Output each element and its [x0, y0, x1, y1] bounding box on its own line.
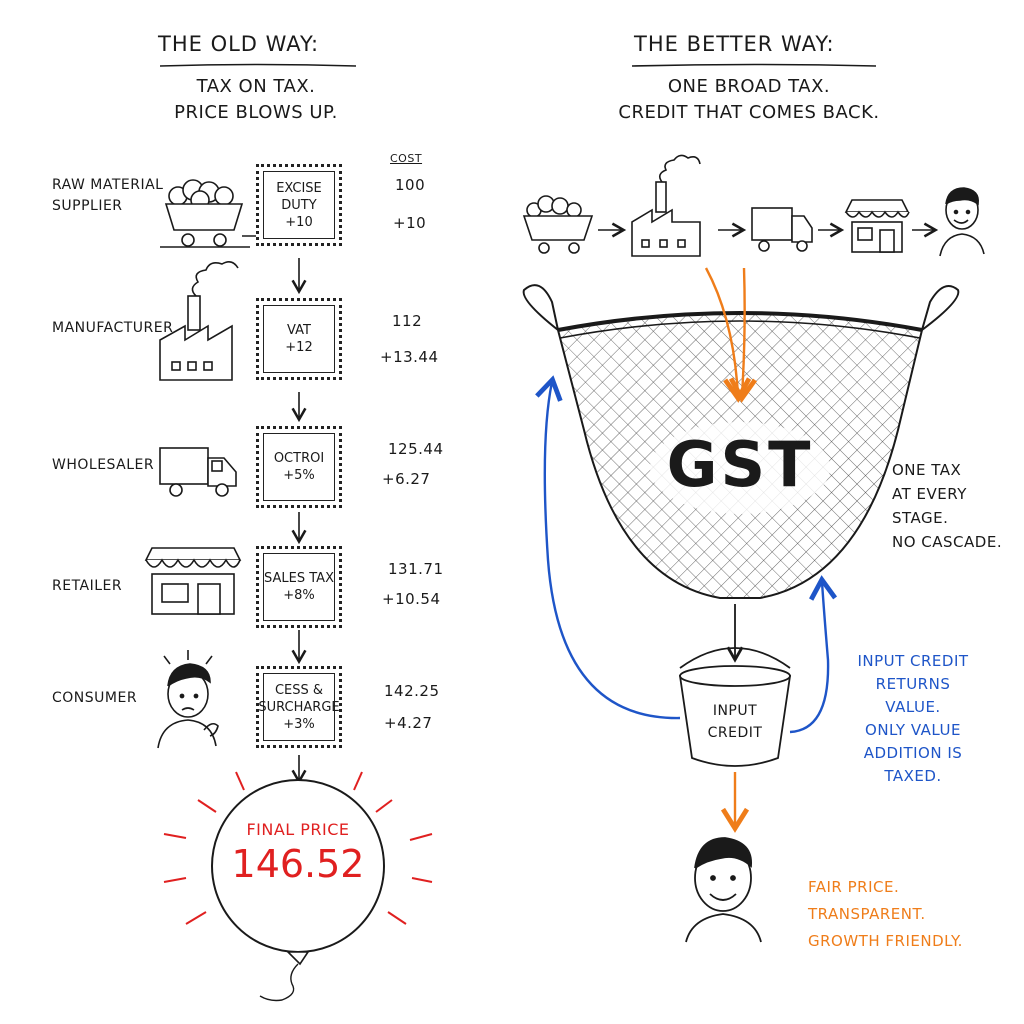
tax-stamp-sales-tax: Sales tax +8% — [256, 546, 342, 628]
factory-icon-small — [631, 154, 701, 257]
tax-stamp-line: +3% — [283, 716, 315, 732]
tax-stamp-cess: Cess & surcharge +3% — [256, 666, 342, 748]
left-title: The old way: — [158, 32, 320, 56]
tax-stamp-line: duty — [281, 197, 317, 213]
tax-stamp-line: +12 — [285, 340, 313, 355]
bucket-label-line: Input — [712, 703, 758, 719]
left-subtitle-line: Price blows up. — [174, 102, 338, 123]
input-credit-note-line: Input credit — [857, 652, 969, 670]
gst-side-note-line: One tax — [892, 461, 962, 479]
ore-cart-icon — [160, 179, 260, 248]
right-subtitle-line: Credit that comes back. — [618, 102, 880, 123]
stage-label-wholesaler: Wholesaler — [52, 455, 154, 476]
input-credit-bucket — [678, 647, 792, 767]
tax-inflow-arrows — [704, 267, 757, 403]
stage-tax-added: +10.54 — [382, 590, 441, 608]
worried-consumer-icon — [157, 650, 219, 749]
stage-label-line: Wholesaler — [52, 457, 155, 473]
stage-cost: 142.25 — [384, 682, 440, 700]
stage-tax-added: +4.27 — [384, 714, 433, 732]
stage-cost: 100 — [395, 176, 426, 194]
gst-side-note-line: No cascade. — [892, 533, 1003, 551]
truck-icon-small — [751, 207, 813, 252]
gst-label: GST — [666, 428, 814, 501]
left-title-underline — [159, 63, 357, 67]
stage-label-line: Retailer — [52, 578, 123, 594]
tax-stamp-excise: Excise duty +10 — [256, 164, 342, 246]
stage-label-manufacturer: Manufacturer — [52, 318, 173, 339]
stage-label-retailer: Retailer — [52, 576, 122, 597]
stage-label-consumer: Consumer — [52, 688, 137, 709]
tax-stamp-line: +10 — [285, 214, 313, 230]
gst-side-note-line: at every — [892, 485, 967, 503]
stage-label-line: Manufacturer — [52, 320, 174, 336]
stage-cost: 125.44 — [388, 440, 444, 458]
tax-stamp-line: surcharge — [258, 699, 340, 715]
outcome-note-line: Transparent. — [808, 905, 926, 923]
bucket-label-line: credit — [707, 725, 763, 741]
stage-label-line: supplier — [52, 198, 123, 214]
credit-loop-arrows — [535, 375, 838, 734]
input-credit-note-line: Only value — [865, 721, 961, 739]
right-subtitle: One broad tax. Credit that comes back. — [596, 74, 902, 126]
tax-stamp-octroi: Octroi +5% — [256, 426, 342, 508]
stage-label-line: Raw material — [52, 177, 164, 193]
outcome-note-line: Fair price. — [808, 878, 900, 896]
input-credit-note-line: value. — [885, 698, 941, 716]
cost-header: Cost — [390, 152, 423, 165]
right-subtitle-line: One broad tax. — [667, 76, 831, 97]
tax-stamp-line: VAT — [287, 323, 311, 338]
happy-consumer-icon — [685, 837, 762, 943]
tax-stamp-line: Sales tax — [264, 571, 334, 586]
stage-tax-added: +13.44 — [380, 348, 439, 366]
tax-stamp-line: +5% — [283, 468, 315, 483]
truck-icon — [159, 447, 237, 497]
outcome-note: Fair price. Transparent. Growth friendly… — [808, 874, 963, 955]
tax-stamp-line: +8% — [283, 588, 315, 603]
stage-tax-added: +6.27 — [382, 470, 431, 488]
ore-cart-icon-small — [522, 195, 594, 254]
factory-icon — [159, 260, 239, 381]
gst-side-note-line: stage. — [892, 509, 949, 527]
tax-stamp-vat: VAT +12 — [256, 298, 342, 380]
stage-label-line: Consumer — [52, 690, 138, 706]
input-credit-note: Input credit returns value. Only value a… — [848, 650, 978, 788]
right-title-underline — [631, 63, 877, 67]
final-price-balloon — [163, 771, 433, 1002]
shop-icon-small — [844, 199, 910, 253]
tax-stamp-line: Excise — [276, 180, 322, 196]
input-credit-note-line: returns — [875, 675, 951, 693]
left-subtitle-line: Tax on tax. — [196, 76, 316, 97]
outcome-note-line: Growth friendly. — [808, 932, 963, 950]
bucket-label: Input credit — [690, 700, 780, 744]
right-title: The better way: — [634, 32, 835, 56]
final-price-label: Final price — [246, 820, 350, 839]
input-credit-note-line: taxed. — [884, 767, 942, 785]
stage-tax-added: +10 — [393, 214, 427, 232]
stage-cost: 112 — [392, 312, 423, 330]
gst-side-note: One tax at every stage. No cascade. — [892, 458, 1002, 554]
consumer-icon-small — [939, 187, 985, 257]
tax-stamp-line: Octroi — [273, 451, 325, 466]
final-price-value: 146.52 — [231, 842, 365, 886]
shop-icon — [144, 547, 242, 615]
input-credit-note-line: addition is — [863, 744, 963, 762]
supply-chain-row — [522, 154, 985, 257]
stage-label-raw-material: Raw material supplier — [52, 175, 163, 217]
tax-stamp-line: Cess & — [274, 682, 324, 698]
left-subtitle: Tax on tax. Price blows up. — [150, 74, 362, 126]
stage-cost: 131.71 — [388, 560, 444, 578]
